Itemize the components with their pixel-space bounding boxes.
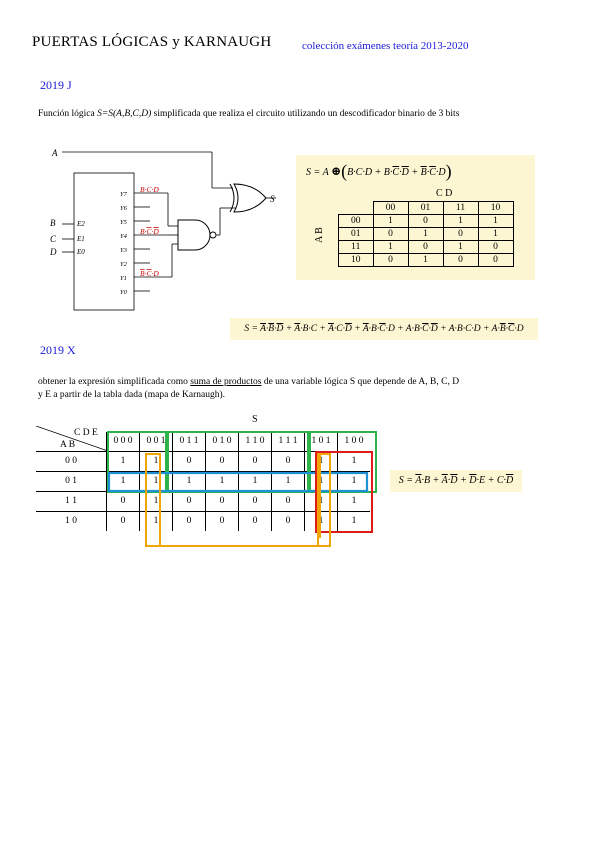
kmap1-cell: 0 [442,227,479,241]
kmap2-groupings [107,431,377,547]
kmap1-cell: 1 [407,227,444,241]
kmap1-row-header: 11 [338,240,374,254]
kmap1-col-header: 11 [442,201,479,215]
kmap1-col-label: C D [436,188,453,199]
kmap1-cell: 1 [477,214,514,228]
kmap1-cell: 0 [372,253,409,267]
kmap1-cell: 1 [372,214,409,228]
kmap1-row-header: 01 [338,227,374,241]
simplified-expression: S = A·B + A·D + D·E + C·D [390,470,522,492]
desc2-part-a: obtener la expresión simplificada como [38,377,191,387]
output-y7: Y7 [120,191,128,198]
desc-suffix: simplificada que realiza el circuito uti… [151,109,460,119]
kmap1-col-header: 00 [372,201,409,215]
desc2-sum-of-products: suma de productos [190,377,262,387]
group-red-cols [315,451,373,533]
output-y5: Y5 [120,219,128,226]
kmap1-row-header: 00 [338,214,374,228]
kmap1-panel: S = A ⊕(B·C·D + B·C·D + B·C·D) C D A B 0… [296,155,535,280]
kmap1-cell: 1 [477,227,514,241]
svg-text:B·C·D: B·C·D [140,185,159,194]
enable-e0: E0 [76,248,85,256]
kmap1-cell: 0 [477,240,514,254]
svg-text:B·C·D: B·C·D [140,269,159,278]
kmap1-cell: 0 [407,214,444,228]
kmap1-row-header: 10 [338,253,374,267]
kmap2-table: 0 0 0 0 0 1 0 1 1 0 1 0 1 1 0 1 1 1 1 0 … [36,432,370,531]
kmap1-cell: 1 [442,240,479,254]
page-subtitle: colección exámenes teoría 2013-2020 [302,40,469,52]
input-b-label: B [50,218,56,228]
kmap1-col-header: 01 [407,201,444,215]
kmap1-cell: 1 [372,240,409,254]
section1-description: Función lógica S=S(A,B,C,D) simplificada… [38,108,459,121]
output-y6: Y6 [120,205,128,212]
desc-function: S=S(A,B,C,D) [97,109,152,119]
page-title: PUERTAS LÓGICAS y KARNAUGH [32,34,272,50]
output-y4: Y4 [120,233,128,240]
kmap1-col-header: 10 [477,201,514,215]
svg-text:B·C·D: B·C·D [140,227,159,236]
group-orange-col001 [145,453,161,547]
kmap2-row-header: 0 0 [36,450,107,472]
group-orange-col101 [317,453,331,547]
desc-prefix: Función lógica [38,109,98,119]
section-heading-2019x: 2019 X [40,343,76,357]
kmap1-expression: S = A ⊕(B·C·D + B·C·D + B·C·D) [306,161,452,181]
output-y1: Y1 [120,275,127,282]
kmap2-output-label: S [252,414,258,425]
kmap1-cell: 1 [407,253,444,267]
output-s-label: S [270,194,275,204]
group-green-left [107,431,167,493]
kmap1-cell: 0 [442,253,479,267]
desc2-part-b: de una variable lógica S que depende de … [261,377,460,387]
group-orange [146,453,331,547]
kmap1-cell: 0 [372,227,409,241]
canonical-expression: S = A·B·D + A·B·C + A·C·D + A·B·C·D + A·… [230,318,538,340]
output-y2: Y2 [120,261,128,268]
decoder-circuit: A B C D E2 E1 E0 Y7 Y6 Y5 Y4 Y3 Y2 Y1 Y0 [49,148,276,311]
enable-e1: E1 [76,235,85,243]
kmap2-row-header: 1 1 [36,490,107,512]
enable-e2: E2 [76,220,85,228]
kmap1-cell: 0 [477,253,514,267]
kmap2-cell: 1 [337,510,370,531]
desc2-line2: y E a partir de la tabla dada (mapa de K… [38,390,226,400]
input-c-label: C [50,234,57,244]
group-green-middle [167,431,309,493]
output-y3: Y3 [120,247,128,254]
kmap2-row-header: 0 1 [36,470,107,492]
kmap2-row-header: 1 0 [36,510,107,531]
input-d-label: D [49,247,57,257]
output-y0: Y0 [120,289,128,296]
group-blue-row [107,471,369,493]
kmap1-table: 00 01 11 10 00 1 0 1 1 01 0 1 0 1 11 1 0… [338,201,514,267]
kmap1-cell: 0 [407,240,444,254]
kmap1-row-label: A B [314,227,325,243]
input-a-label: A [51,148,58,158]
section-heading-2019j: 2019 J [40,78,72,92]
kmap1-cell: 1 [442,214,479,228]
section2-description: obtener la expresión simplificada como s… [38,376,459,402]
